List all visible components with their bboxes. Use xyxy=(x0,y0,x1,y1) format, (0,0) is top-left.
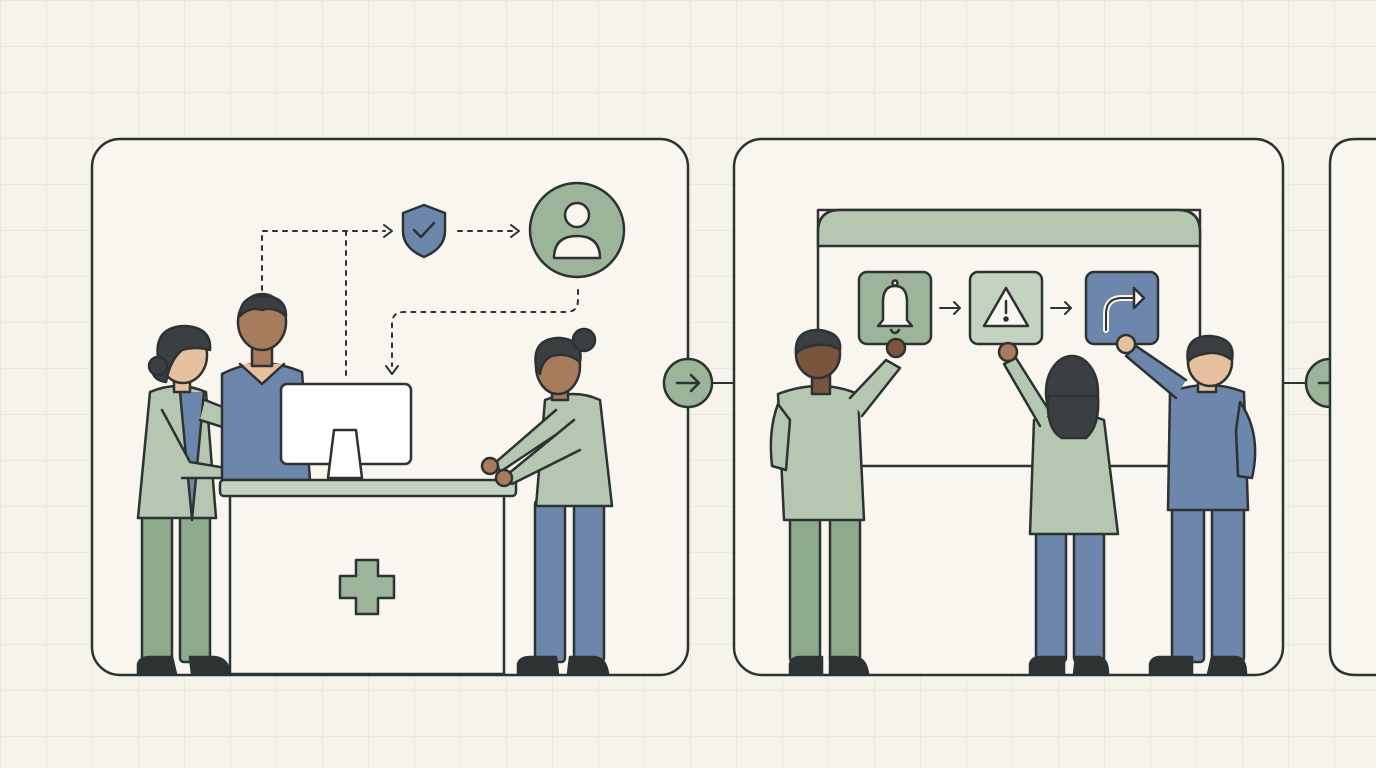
step-arrow-1 xyxy=(939,301,961,315)
flow-arrows xyxy=(261,230,579,376)
user-avatar-icon xyxy=(528,181,626,279)
person-c xyxy=(1115,333,1257,676)
redirect-arrow-icon xyxy=(1084,270,1160,346)
computer-monitor xyxy=(279,382,413,480)
person-b xyxy=(997,341,1120,676)
step-arrow-2 xyxy=(1050,301,1072,315)
panel-2 xyxy=(732,137,1285,677)
panel-1 xyxy=(90,137,690,677)
arrow-heads xyxy=(383,224,520,375)
person-right xyxy=(480,327,614,676)
medical-cross-icon xyxy=(338,558,396,616)
person-a xyxy=(769,328,907,676)
bell-icon xyxy=(857,270,933,346)
warning-icon xyxy=(968,270,1044,346)
shield-check-icon xyxy=(401,203,447,259)
person-left xyxy=(136,324,281,676)
panel-3-frame xyxy=(1328,137,1376,677)
next-arrow-button-1 xyxy=(662,357,714,409)
